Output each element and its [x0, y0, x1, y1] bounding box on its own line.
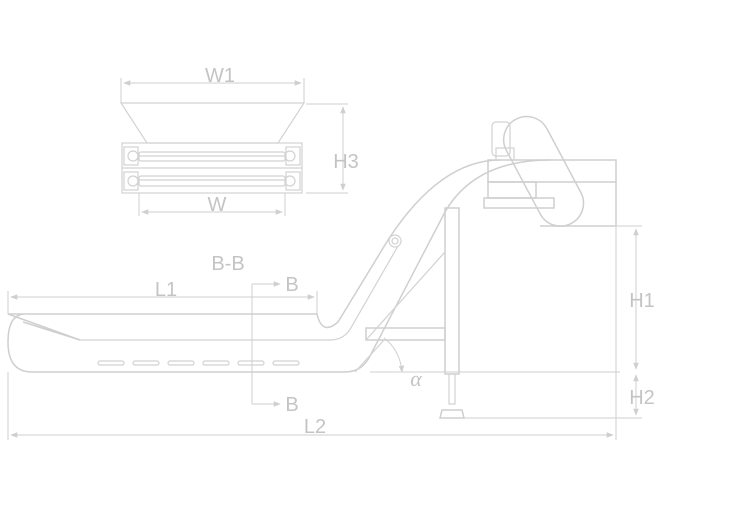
hopper-outline [119, 102, 306, 144]
conveyor-incline [316, 159, 501, 329]
conveyor-side-view [7, 115, 620, 419]
label-w1: W1 [205, 65, 235, 87]
conveyor-outer-contour [7, 159, 551, 373]
roller [284, 150, 296, 162]
angle-arc [383, 337, 405, 373]
roller [284, 175, 296, 187]
label-section-mark-bottom: B [285, 394, 298, 416]
lower-chain-rail [138, 175, 286, 187]
label-section-bb: B-B [211, 253, 244, 275]
label-w: W [208, 194, 227, 216]
label-h1: H1 [629, 290, 655, 312]
label-section-mark-top: B [285, 274, 298, 296]
head-housing [487, 159, 617, 183]
motor-bracket [491, 121, 511, 157]
section-view-bb [119, 78, 348, 216]
drive-motor [502, 115, 585, 227]
roller [127, 175, 139, 187]
support-brace [365, 327, 446, 341]
leveling-foot [439, 409, 465, 419]
label-angle-alpha: α [410, 366, 422, 391]
label-h3: H3 [333, 151, 359, 173]
label-l2: L2 [304, 416, 326, 438]
support-post [444, 207, 460, 375]
drain-slots [97, 360, 300, 366]
roller [127, 150, 139, 162]
label-l1: L1 [155, 279, 177, 301]
pivot-pin [388, 234, 402, 248]
dimensions [7, 225, 642, 440]
label-h2: H2 [629, 387, 655, 409]
